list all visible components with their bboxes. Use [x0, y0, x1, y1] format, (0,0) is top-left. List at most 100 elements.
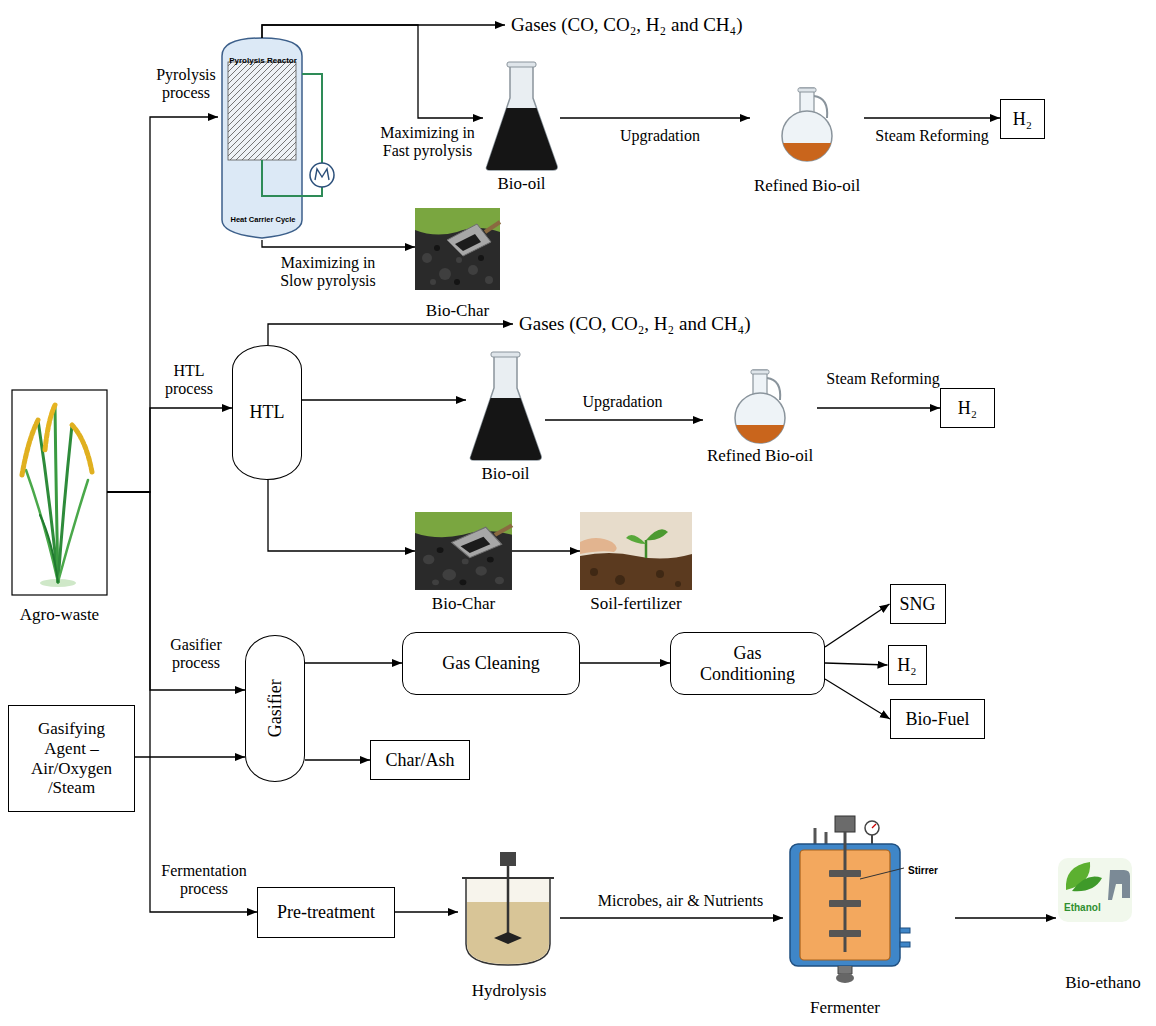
- feedstock-image: Agro-waste: [12, 390, 107, 630]
- caption: Hydrolysis: [472, 981, 547, 1001]
- node-text: H₂: [897, 655, 916, 676]
- refined-flask-figure: [735, 88, 832, 443]
- caption: Bio-oil: [497, 174, 545, 194]
- node-text: Bio-Fuel: [905, 709, 969, 730]
- node-text: Gas Conditioning: [693, 643, 803, 684]
- process-label: Microbes, air & Nutrients: [578, 892, 783, 910]
- process-box: Pre-treatment: [257, 887, 395, 938]
- flow-arrow: [268, 324, 513, 345]
- input-box: Gasifying Agent – Air/Oxygen /Steam: [8, 705, 135, 812]
- node-text: Char/Ash: [386, 750, 455, 771]
- flow-arrow: [864, 117, 1000, 118]
- flow-arrow: [560, 117, 750, 118]
- caption: Bio-Char: [426, 301, 489, 321]
- vessel-label: Heat Carrier Cycle: [230, 216, 295, 225]
- reactor-figure: [222, 38, 334, 238]
- gas-output: Gases (CO, CO₂, H₂ and CH₄): [505, 12, 745, 38]
- process-label: Maximizing in Fast pyrolysis: [375, 124, 480, 161]
- flow-arrow: [580, 662, 670, 663]
- flow-arrow: [560, 917, 783, 918]
- process-label: Steam Reforming: [818, 370, 948, 388]
- product-box: Bio-Fuel: [890, 699, 985, 739]
- flow-arrow: [268, 480, 415, 551]
- bio-oil-flask: Bio-oil: [466, 352, 545, 484]
- process-label: Fermentation process: [152, 862, 256, 899]
- caption: Agro-waste: [20, 605, 99, 625]
- flow-arrow: [262, 240, 415, 247]
- product-box: SNG: [890, 584, 946, 624]
- process-label: HTL process: [153, 362, 225, 399]
- rice-plant-figure: [12, 390, 107, 595]
- process-box: Gas Conditioning: [670, 632, 825, 695]
- product-box: H₂: [888, 645, 927, 685]
- caption: Soil-fertilizer: [590, 594, 682, 614]
- node-text: H₂: [1013, 109, 1032, 130]
- icon-text: Ethanol: [1064, 902, 1101, 914]
- flow-arrow: [107, 492, 245, 690]
- refined-oil-flask: Refined Bio-oil: [750, 86, 864, 198]
- reactor-vessel: Pyrolysis ReactorHeat Carrier Cycle: [218, 38, 308, 240]
- reactor-capsule: Gasifier: [245, 635, 305, 782]
- flow-arrow: [107, 408, 232, 492]
- fermenter-vessel: StirrerFermenter: [783, 815, 955, 1020]
- soil-image: Soil-fertilizer: [580, 512, 692, 616]
- process-label: Upgradation: [600, 127, 720, 145]
- flow-arrow: [107, 492, 257, 912]
- flow-arrow: [825, 663, 888, 665]
- hydrolysis-vessel-figure: [462, 852, 554, 965]
- flow-arrow: [512, 550, 580, 551]
- biochar-image: Bio-Char: [415, 512, 512, 614]
- vessel-label: Pyrolysis Reactor: [229, 56, 297, 65]
- process-label: Upgradation: [560, 393, 685, 411]
- process-label: Maximizing in Slow pyrolysis: [268, 254, 388, 291]
- flow-arrow: [262, 25, 505, 38]
- flow-arrow: [817, 407, 940, 408]
- node-text: Gases (CO, CO₂, H₂ and CH₄): [511, 14, 743, 36]
- node-text: Gas Cleaning: [442, 653, 539, 674]
- process-label: Pyrolysis process: [155, 66, 217, 103]
- flow-arrow: [955, 917, 1056, 918]
- process-label: Gasifier process: [155, 636, 237, 673]
- caption: Refined Bio-oil: [707, 446, 813, 466]
- flow-arrow: [305, 759, 370, 760]
- node-text: H₂: [958, 398, 977, 419]
- node-text: SNG: [899, 594, 935, 615]
- part-label: Stirrer: [908, 865, 938, 877]
- product-box: Char/Ash: [370, 740, 470, 780]
- flow-arrow: [262, 25, 483, 118]
- caption: Bio-oil: [481, 464, 529, 484]
- product-box: H₂: [940, 388, 995, 428]
- product-box: H₂: [1000, 99, 1045, 139]
- node-text: Gasifying Agent – Air/Oxygen /Steam: [18, 719, 126, 797]
- fermenter-figure: [790, 816, 910, 983]
- ethanol-icon: [1058, 858, 1132, 922]
- biochar-figure: [415, 208, 512, 590]
- node-text: Pre-treatment: [277, 902, 375, 923]
- reactor-capsule: HTL: [232, 345, 302, 480]
- soil-figure: [580, 512, 692, 590]
- bio-oil-flask: Bio-oil: [483, 62, 560, 196]
- node-text: Gasifier: [265, 680, 286, 738]
- process-label: Steam Reforming: [862, 127, 1002, 145]
- caption: Bio-ethano: [1065, 973, 1141, 993]
- process-box: Gas Cleaning: [402, 632, 580, 695]
- flow-arrow: [825, 604, 890, 647]
- caption: Refined Bio-oil: [754, 176, 860, 196]
- gas-output: Gases (CO, CO₂, H₂ and CH₄): [513, 311, 753, 337]
- caption: Fermenter: [810, 998, 880, 1018]
- node-text: Gases (CO, CO₂, H₂ and CH₄): [519, 313, 751, 335]
- hydrolysis-vessel: Hydrolysis: [458, 850, 560, 1002]
- biochar-image: Bio-Char: [415, 208, 500, 320]
- flow-arrow: [302, 399, 466, 400]
- flow-arrow: [135, 756, 245, 757]
- ethanol-product: EthanolBio-ethano: [1056, 856, 1150, 994]
- flow-arrow: [305, 662, 402, 663]
- flow-arrow: [825, 679, 890, 719]
- flow-arrow: [107, 117, 218, 492]
- flow-arrow: [545, 419, 703, 420]
- flow-arrow: [395, 911, 458, 912]
- caption: Bio-Char: [432, 594, 495, 614]
- refined-oil-flask: Refined Bio-oil: [703, 368, 817, 466]
